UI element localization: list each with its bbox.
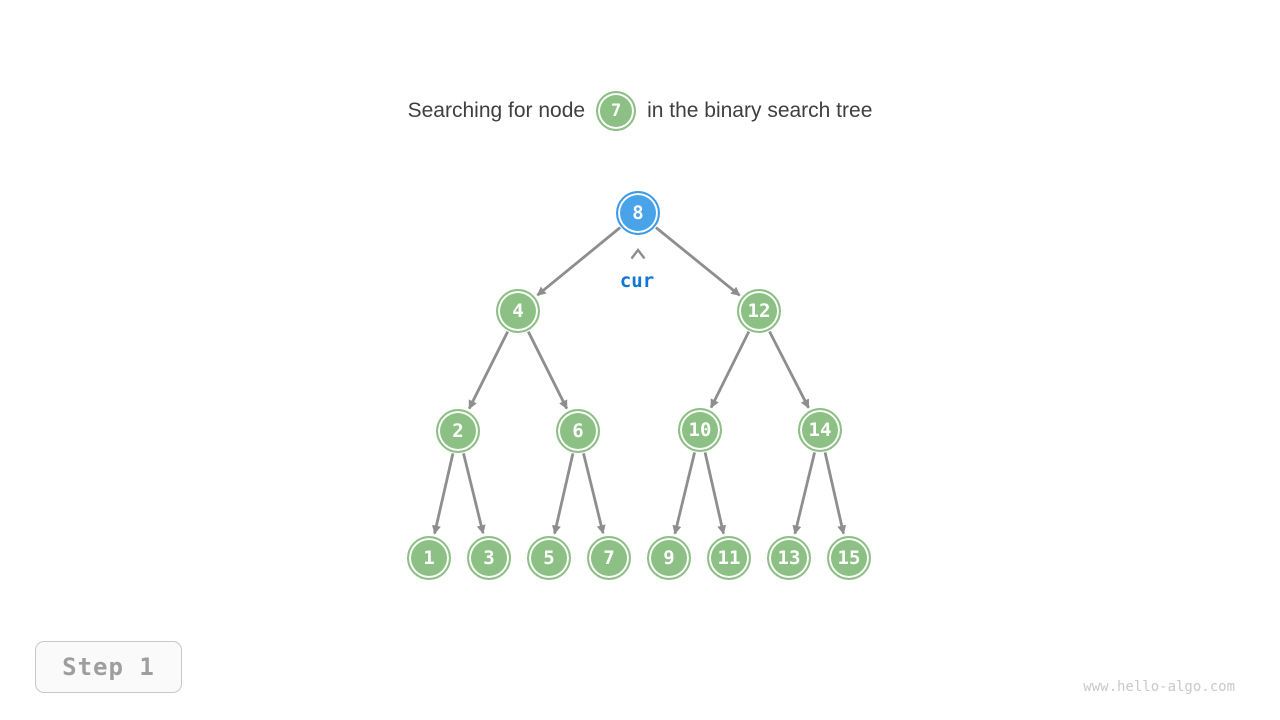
tree-node-8: 8 xyxy=(616,191,660,235)
edge-4-to-2 xyxy=(467,330,509,410)
node-value: 9 xyxy=(663,547,675,569)
title-target-node-circle: 7 xyxy=(596,91,637,131)
node-value: 8 xyxy=(632,202,644,224)
edge-2-to-3 xyxy=(462,452,486,535)
edge-12-to-10 xyxy=(709,330,751,409)
node-value: 11 xyxy=(717,547,741,569)
step-badge-label: Step 1 xyxy=(62,653,155,681)
title-target-node-value: 7 xyxy=(610,101,622,121)
step-badge: Step 1 xyxy=(35,641,182,693)
node-value: 12 xyxy=(747,300,771,322)
node-value: 14 xyxy=(808,419,832,441)
cur-pointer-caret-icon xyxy=(630,248,646,260)
tree-node-3: 3 xyxy=(467,536,511,580)
edge-10-to-9 xyxy=(672,452,696,535)
tree-node-15: 15 xyxy=(827,536,871,580)
node-value: 4 xyxy=(512,300,524,322)
tree-node-5: 5 xyxy=(527,536,571,580)
tree-node-7: 7 xyxy=(587,536,631,580)
tree-node-11: 11 xyxy=(707,536,751,580)
watermark: www.hello-algo.com xyxy=(1083,679,1235,695)
edge-8-to-4 xyxy=(536,226,622,297)
tree-node-2: 2 xyxy=(436,409,480,453)
node-value: 1 xyxy=(423,547,435,569)
figure-title: Searching for node 7 in the binary searc… xyxy=(0,89,1280,133)
tree-node-14: 14 xyxy=(798,408,842,452)
tree-node-13: 13 xyxy=(767,536,811,580)
edge-10-to-11 xyxy=(703,452,727,535)
edge-14-to-13 xyxy=(792,452,816,535)
tree-node-1: 1 xyxy=(407,536,451,580)
tree-node-6: 6 xyxy=(556,409,600,453)
tree-node-10: 10 xyxy=(678,408,722,452)
tree-node-4: 4 xyxy=(496,289,540,333)
tree-node-9: 9 xyxy=(647,536,691,580)
node-value: 3 xyxy=(483,547,495,569)
cur-pointer-label: cur xyxy=(619,270,655,292)
node-value: 5 xyxy=(543,547,555,569)
title-prefix: Searching for node xyxy=(407,99,586,122)
edge-12-to-14 xyxy=(768,330,810,409)
node-value: 2 xyxy=(452,420,464,442)
node-value: 15 xyxy=(837,547,861,569)
edge-4-to-6 xyxy=(527,330,569,410)
node-value: 13 xyxy=(777,547,801,569)
node-value: 10 xyxy=(688,419,712,441)
title-suffix: in the binary search tree xyxy=(647,99,873,122)
edge-6-to-7 xyxy=(582,452,606,535)
node-value: 6 xyxy=(572,420,584,442)
edge-6-to-5 xyxy=(552,453,575,535)
tree-node-12: 12 xyxy=(737,289,781,333)
edge-8-to-12 xyxy=(655,226,741,297)
edge-2-to-1 xyxy=(432,453,455,535)
edge-14-to-15 xyxy=(823,452,847,535)
node-value: 7 xyxy=(603,547,615,569)
